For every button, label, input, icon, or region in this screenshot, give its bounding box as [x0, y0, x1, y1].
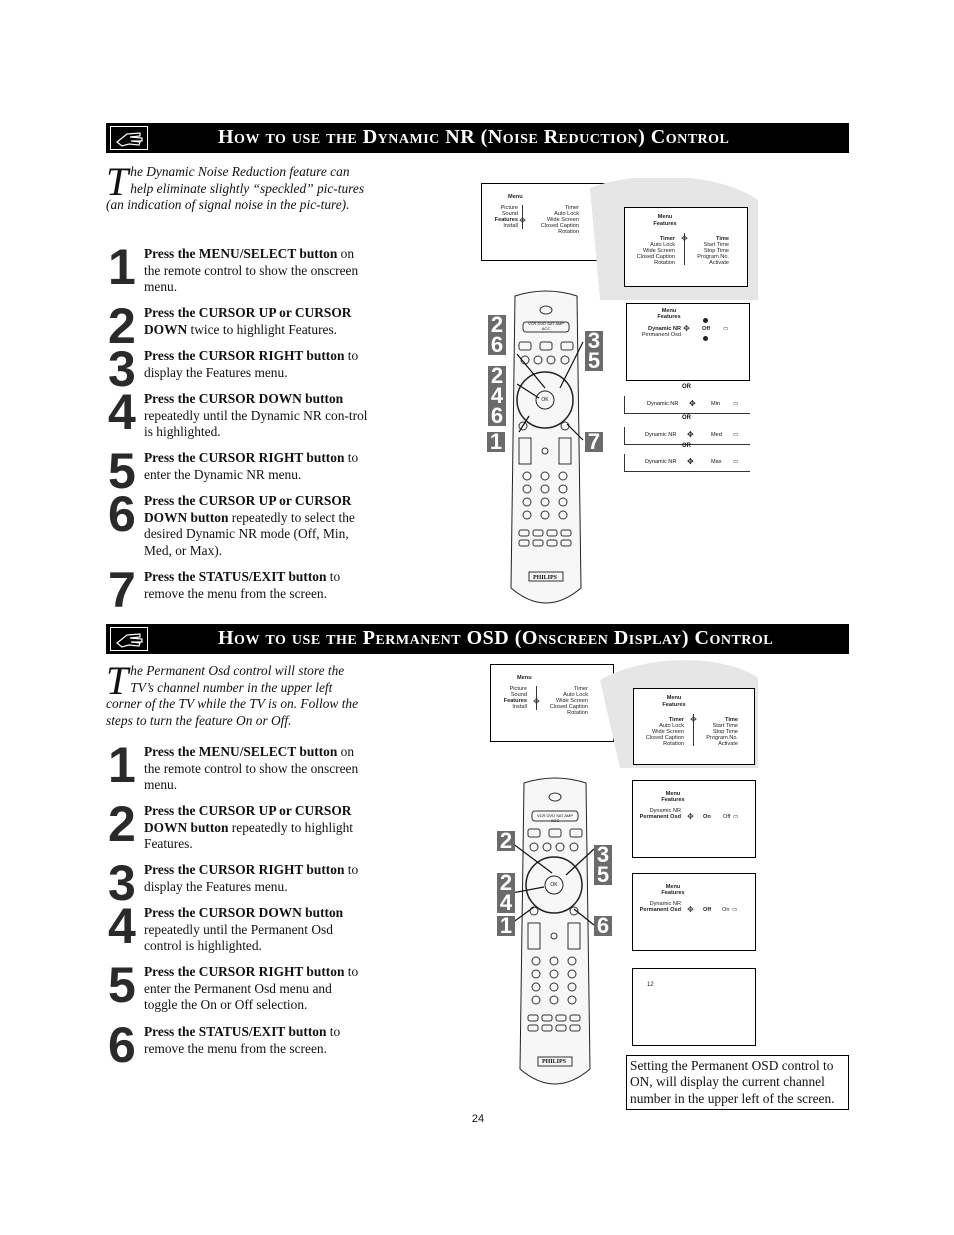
step-text: Press the CURSOR UP or CURSOR DOWN twice…: [144, 305, 352, 337]
option-dot: [703, 318, 708, 323]
callout-step-number: 4: [497, 892, 515, 914]
nr-option-min: Dynamic NR ✥ Min ▭: [624, 396, 750, 414]
step-text: Press the STATUS/EXIT button to remove t…: [144, 1024, 341, 1056]
step-number: 6: [108, 1017, 136, 1073]
step-text: Press the CURSOR RIGHT button to display…: [144, 862, 359, 894]
step-text: Press the MENU/SELECT button on the remo…: [144, 744, 359, 793]
tv-screen-main-menu: Menu Picture Sound Features Install ✥ Ti…: [481, 183, 605, 261]
callout-step-number: 3: [594, 844, 612, 866]
tv-screen-features-menu: Menu Features Timer Auto Lock Wide Scree…: [624, 207, 748, 287]
step-number: 4: [108, 384, 136, 440]
drop-cap: T: [106, 159, 129, 204]
step-text: Press the CURSOR RIGHT button to enter t…: [144, 964, 359, 1013]
hand-pointer-icon: [110, 126, 148, 150]
nr-option-max: Dynamic NR ✥ Max ▭: [624, 454, 750, 472]
callout-step-number: 5: [594, 864, 612, 886]
step-number: 6: [108, 486, 136, 542]
cursor-cross-icon: ✥: [681, 234, 688, 243]
callout-step-number: 1: [497, 915, 515, 937]
tv-screen-dynamic-nr: Menu Features Dynamic NR Permanent Osd ✥…: [626, 303, 750, 381]
step-text: Press the CURSOR DOWN button repeatedly …: [144, 391, 368, 440]
cursor-cross-icon: ✥: [687, 812, 694, 821]
step-text: Press the MENU/SELECT button on the remo…: [144, 246, 359, 295]
callout-step-number: 6: [488, 405, 506, 427]
screen-caption: Setting the Permanent OSD control to ON,…: [626, 1055, 849, 1110]
section-header-permanent-osd: How to use the Permanent OSD (Onscreen D…: [106, 624, 849, 654]
callout-step-number: 4: [488, 385, 506, 407]
tv-remote-icon: ▭: [732, 907, 738, 913]
cursor-cross-icon: ✥: [690, 715, 697, 724]
remote-control-illustration: [514, 777, 595, 1085]
callout-step-number: 2: [497, 872, 515, 894]
step-number: 1: [108, 737, 136, 793]
callout-step-number: 3: [585, 330, 603, 352]
step-number: 3: [108, 855, 136, 911]
nr-option-med: Dynamic NR ✥ Med ▭: [624, 427, 750, 445]
step-number: 3: [108, 341, 136, 397]
tv-screen-channel-display: 12: [632, 968, 756, 1046]
step-number: 5: [108, 957, 136, 1013]
step-number: 5: [108, 443, 136, 499]
tv-screen-main-menu: Menu Picture Sound Features Install ✥ Ti…: [490, 664, 614, 742]
cursor-cross-icon: ✥: [533, 697, 540, 706]
tv-screen-permanent-osd-on: Menu Features Dynamic NR Permanent Osd ✥…: [632, 780, 756, 858]
step-text: Press the CURSOR DOWN button repeatedly …: [144, 905, 344, 954]
tv-remote-icon: ▭: [723, 326, 729, 332]
cursor-cross-icon: ✥: [683, 324, 690, 333]
callout-step-number: 2: [488, 365, 506, 387]
channel-number: 12: [647, 982, 654, 988]
step-number: 1: [108, 239, 136, 295]
callout-step-number: 7: [585, 431, 603, 453]
cursor-cross-icon: ✥: [519, 216, 526, 225]
callout-step-number: 6: [488, 334, 506, 356]
tv-screen-permanent-osd-off: Menu Features Dynamic NR Permanent Osd ✥…: [632, 873, 756, 951]
callout-step-number: 2: [497, 830, 515, 852]
step-number: 4: [108, 898, 136, 954]
step-number: 2: [108, 796, 136, 852]
hand-pointer-icon: [110, 627, 148, 651]
step-number: 7: [108, 562, 136, 618]
callout-step-number: 5: [585, 350, 603, 372]
callout-step-number: 1: [487, 431, 505, 453]
step-text: Press the CURSOR UP or CURSOR DOWN butto…: [144, 803, 354, 852]
tv-screen-features-menu: Menu Features Timer Auto Lock Wide Scree…: [633, 688, 755, 765]
step-text: Press the CURSOR UP or CURSOR DOWN butto…: [144, 493, 355, 558]
step-text: Press the CURSOR RIGHT button to enter t…: [144, 450, 359, 482]
callout-step-number: 2: [488, 314, 506, 336]
drop-cap: T: [106, 658, 129, 703]
section-title: How to use the Permanent OSD (Onscreen D…: [218, 627, 774, 649]
option-dot: [703, 336, 708, 341]
remote-control-illustration: [510, 290, 584, 604]
step-text: Press the CURSOR RIGHT button to display…: [144, 348, 359, 380]
tv-remote-icon: ▭: [733, 814, 739, 820]
page-number: 24: [471, 1113, 485, 1125]
step-text: Press the STATUS/EXIT button to remove t…: [144, 569, 341, 601]
callout-step-number: 6: [594, 915, 612, 937]
step-number: 2: [108, 298, 136, 354]
cursor-cross-icon: ✥: [687, 905, 694, 914]
section-title: How to use the Dynamic NR (Noise Reducti…: [218, 126, 730, 148]
section-header-dynamic-nr: How to use the Dynamic NR (Noise Reducti…: [106, 123, 849, 153]
